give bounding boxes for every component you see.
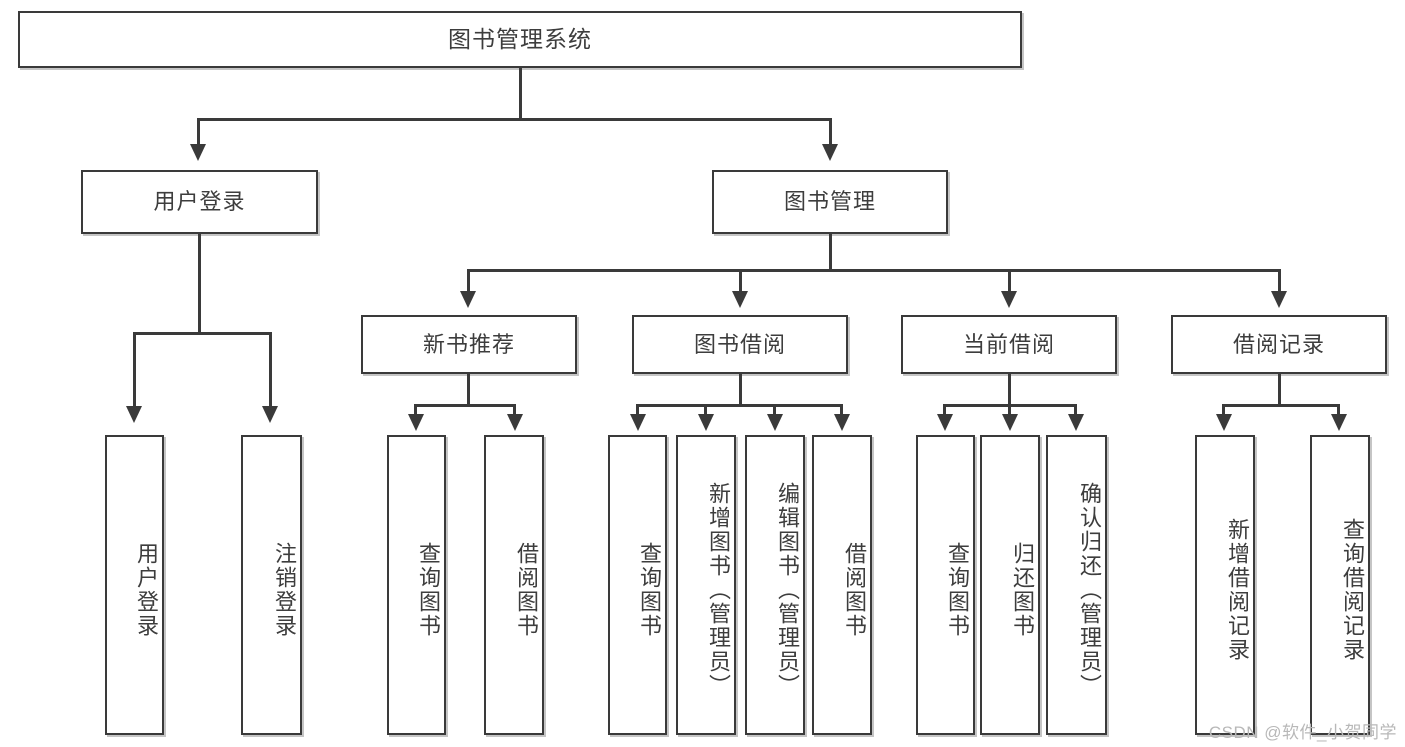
connector-bb-leaf3 (773, 404, 776, 416)
connector-br-leaf1 (1222, 404, 1225, 416)
arrow-root-to-book-management (822, 144, 838, 161)
node-book-management[interactable]: 图书管理 (712, 170, 948, 234)
connector-root-to-user-login (197, 118, 200, 146)
leaf-query-book-new-recommend[interactable]: 查询图书 (387, 435, 446, 735)
leaf-confirm-return-admin[interactable]: 确认归还（管理员） (1046, 435, 1107, 735)
connector-br-leaf2 (1337, 404, 1340, 416)
arrow-bm-to-borrow-record (1271, 291, 1287, 308)
connector-root-to-book-management (829, 118, 832, 146)
leaf-query-borrow-record[interactable]: 查询借阅记录 (1310, 435, 1370, 735)
node-borrow-record[interactable]: 借阅记录 (1171, 315, 1387, 374)
node-root-book-management-system[interactable]: 图书管理系统 (18, 11, 1022, 68)
connector-root-trunk (519, 68, 522, 120)
leaf-user-login[interactable]: 用户登录 (105, 435, 164, 735)
arrow-bb-leaf1 (630, 414, 646, 431)
connector-user-login-trunk (198, 234, 201, 334)
connector-bb-leaf4 (840, 404, 843, 416)
arrow-bm-to-new-book (460, 291, 476, 308)
connector-borrow-record-bar (1222, 404, 1339, 407)
connector-book-borrow-bar (636, 404, 843, 407)
node-book-borrow[interactable]: 图书借阅 (632, 315, 848, 374)
connector-bm-to-book-borrow (739, 269, 742, 293)
connector-user-login-leaf2 (269, 332, 272, 408)
leaf-return-book[interactable]: 归还图书 (980, 435, 1040, 735)
leaf-borrow-book[interactable]: 借阅图书 (812, 435, 872, 735)
leaf-add-book-admin[interactable]: 新增图书（管理员） (676, 435, 736, 735)
arrow-cb-leaf2 (1002, 414, 1018, 431)
connector-new-book-leaf2 (513, 404, 516, 416)
connector-cb-leaf2 (1008, 404, 1011, 416)
arrow-new-book-leaf1 (408, 414, 424, 431)
arrow-bb-leaf3 (767, 414, 783, 431)
node-user-login[interactable]: 用户登录 (81, 170, 318, 234)
arrow-bb-leaf2 (698, 414, 714, 431)
arrow-bm-to-book-borrow (732, 291, 748, 308)
connector-new-book-leaf1 (414, 404, 417, 416)
arrow-br-leaf2 (1331, 414, 1347, 431)
connector-root-split-bar (197, 118, 832, 121)
arrow-user-login-leaf1 (126, 406, 142, 423)
arrow-user-login-leaf2 (262, 406, 278, 423)
connector-book-management-trunk (829, 234, 832, 272)
connector-user-login-leaf1 (133, 332, 136, 408)
arrow-cb-leaf1 (937, 414, 953, 431)
leaf-query-book-borrow[interactable]: 查询图书 (608, 435, 667, 735)
leaf-add-borrow-record[interactable]: 新增借阅记录 (1195, 435, 1255, 735)
arrow-bb-leaf4 (834, 414, 850, 431)
connector-new-book-bar (414, 404, 516, 407)
connector-book-management-bar (467, 269, 1279, 272)
node-current-borrow[interactable]: 当前借阅 (901, 315, 1117, 374)
connector-bm-to-new-book (467, 269, 470, 293)
arrow-br-leaf1 (1216, 414, 1232, 431)
connector-book-borrow-trunk (739, 374, 742, 406)
leaf-edit-book-admin[interactable]: 编辑图书（管理员） (745, 435, 805, 735)
connector-bm-to-current-borrow (1008, 269, 1011, 293)
arrow-new-book-leaf2 (507, 414, 523, 431)
leaf-query-book-current[interactable]: 查询图书 (916, 435, 975, 735)
arrow-root-to-user-login (190, 144, 206, 161)
node-new-book-recommend[interactable]: 新书推荐 (361, 315, 577, 374)
connector-cb-leaf3 (1074, 404, 1077, 416)
connector-bm-to-borrow-record (1278, 269, 1281, 293)
arrow-bm-to-current-borrow (1001, 291, 1017, 308)
connector-cb-leaf1 (943, 404, 946, 416)
connector-user-login-bar (133, 332, 272, 335)
arrow-cb-leaf3 (1068, 414, 1084, 431)
connector-current-borrow-trunk (1008, 374, 1011, 406)
connector-borrow-record-trunk (1278, 374, 1281, 406)
connector-new-book-trunk (467, 374, 470, 406)
leaf-logout[interactable]: 注销登录 (241, 435, 302, 735)
connector-bb-leaf2 (704, 404, 707, 416)
connector-bb-leaf1 (636, 404, 639, 416)
leaf-borrow-book-new-recommend[interactable]: 借阅图书 (484, 435, 544, 735)
